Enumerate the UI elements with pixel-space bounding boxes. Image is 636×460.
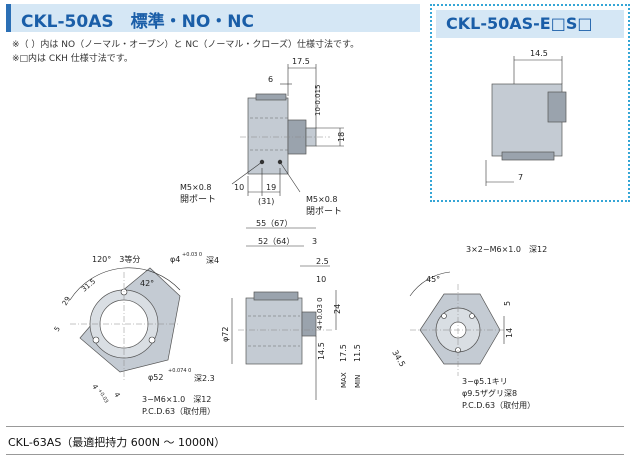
dim-max: 17.5 — [339, 344, 348, 362]
variant-side-view: 14.5 7 — [485, 49, 567, 186]
variant-panel: CKL-50AS-E□S□ — [430, 4, 630, 202]
counter-spec: φ9.5ザグリ深8 — [462, 388, 517, 398]
divider-bottom — [6, 454, 624, 455]
dim-10: 10 — [234, 183, 244, 192]
label-min: MIN — [354, 375, 362, 388]
dim-14: 14 — [505, 328, 514, 338]
dim-55: 55（67） — [256, 219, 292, 228]
divider-top — [6, 426, 624, 427]
front-left-view: 120° 3等分 φ4 +0.03 0 深4 42° 31.5 29 5 φ52… — [53, 252, 219, 416]
side-jaw — [301, 311, 317, 337]
front-right-view: 3×2−M6×1.0 深12 45° 5 14 34.5 3−φ5.1キリ φ9… — [390, 245, 547, 410]
side-cap — [253, 291, 299, 301]
variant-jaw — [547, 91, 567, 123]
dim-31: (31) — [258, 197, 274, 206]
dim-phi72: φ72 — [221, 327, 230, 342]
phi52-depth: 深2.3 — [194, 374, 215, 383]
variant-title-bar: CKL-50AS-E□S□ — [436, 10, 624, 38]
dim-2-5: 2.5 — [316, 257, 329, 266]
dim-6: 6 — [268, 75, 273, 84]
variant-dim-14-5: 14.5 — [530, 49, 548, 58]
drill-spec: 3−φ5.1キリ — [462, 377, 508, 386]
label-max: MAX — [340, 372, 348, 388]
dim-4-tol: 4+0.03 0 — [316, 297, 324, 330]
port-label-left: 開ポート — [180, 194, 216, 205]
angle-120: 120° 3等分 — [92, 254, 140, 264]
section-title: CKL-50AS 標準・NO・NC — [21, 12, 254, 32]
dim-14-5-side: 14.5 — [317, 342, 326, 360]
dim-42: 42° — [140, 279, 154, 288]
dim-10-tol: 10-0.015 — [314, 85, 322, 116]
dim-3: 3 — [312, 237, 317, 246]
dim-24: 24 — [333, 304, 342, 314]
port-spec-left: M5×0.8 — [180, 183, 211, 192]
angle-45: 45° — [426, 275, 440, 284]
variant-dim-7: 7 — [518, 173, 523, 182]
dim-phi52: φ52 — [148, 373, 163, 382]
dim-min: 11.5 — [353, 344, 362, 362]
dim-29: 29 — [61, 295, 72, 307]
dim-4-small: 4 — [90, 383, 99, 391]
pcd-spec: P.C.D.63（取付用） — [142, 406, 215, 416]
hole-4-depth: 深4 — [206, 256, 219, 265]
dim-19: 19 — [266, 183, 276, 192]
dim-52: 52（64） — [258, 237, 294, 246]
dim-5: 5 — [53, 325, 62, 333]
dim-31-5: 31.5 — [80, 277, 97, 293]
dim-0-03: +0.03 — [96, 388, 109, 404]
dim-34-5: 34.5 — [390, 349, 407, 369]
dim-5-right: 5 — [503, 301, 512, 306]
port-spec-right: M5×0.8 — [306, 195, 337, 204]
dim-4: 4 — [112, 391, 121, 399]
variant-base — [501, 151, 555, 161]
section-title-bar: CKL-50AS 標準・NO・NC — [6, 4, 420, 32]
variant-title: CKL-50AS-E□S□ — [446, 14, 593, 33]
gripper-lip — [255, 93, 287, 101]
dim-17-5: 17.5 — [292, 57, 310, 66]
top-side-view: 17.5 6 10-0.015 18 10 19 (31) M5×0.8 開ポー… — [180, 57, 346, 217]
dim-18: 18 — [337, 132, 346, 142]
tap-spec: 3−M6×1.0 深12 — [142, 395, 211, 404]
note-ckh: ※□内は CKH 仕様寸法です。 — [12, 54, 133, 64]
side-center-view: 55（67） 52（64） 3 2.5 10 4+0.03 0 24 φ72 1… — [221, 219, 362, 400]
pcd-spec-right: P.C.D.63（取付用） — [462, 400, 535, 410]
phi52-tol: +0.074 0 — [168, 368, 191, 374]
tap-spec-right: 3×2−M6×1.0 深12 — [466, 245, 547, 254]
hole-4-tol: +0.03 0 — [182, 252, 202, 258]
hole-4: φ4 — [170, 255, 180, 264]
port-label-right: 閉ポート — [306, 206, 342, 217]
note-no-nc: ※（ ）内は NO（ノーマル・オープン）と NC（ノーマル・クローズ）仕様寸法で… — [12, 40, 360, 50]
model-caption: CKL-63AS（最適把持力 600N ～ 1000N） — [8, 436, 226, 449]
dim-10-center: 10 — [316, 275, 326, 284]
side-body — [245, 297, 303, 365]
